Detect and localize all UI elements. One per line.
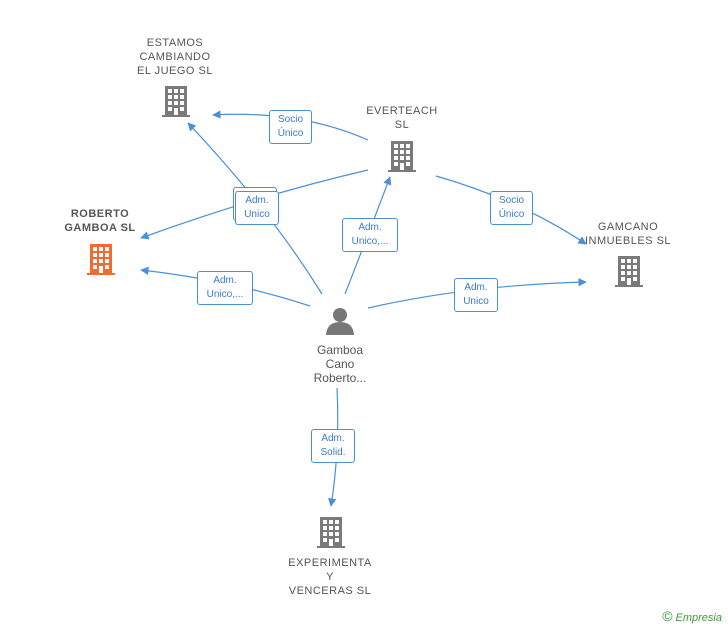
empresia-watermark: ©Empresia <box>662 608 722 624</box>
node-label-experimenta[interactable]: EXPERIMENTA Y VENCERAS SL <box>288 557 372 597</box>
building-icon-gamcano[interactable] <box>615 256 643 287</box>
node-label-estamos[interactable]: ESTAMOS CAMBIANDO EL JUEGO SL <box>136 37 213 77</box>
brand-logo: Empresia <box>675 612 722 624</box>
edge-badge-adm-unico-roberto[interactable]: Adm. Unico,... <box>197 271 253 305</box>
edge-badge-adm-unico-gamcano[interactable]: Adm. Unico <box>454 278 498 312</box>
person-icon[interactable] <box>326 308 354 335</box>
building-icon-roberto[interactable] <box>87 244 115 275</box>
edge-badge-adm-unico-everteach[interactable]: Adm. Unico,... <box>342 218 398 252</box>
node-label-everteach[interactable]: EVERTEACH SL <box>366 105 438 131</box>
node-label-person[interactable]: Gamboa Cano Roberto... <box>313 343 367 385</box>
node-label-roberto[interactable]: ROBERTO GAMBOA SL <box>64 208 136 234</box>
building-icon-experimenta[interactable] <box>317 517 345 548</box>
building-icon-everteach[interactable] <box>388 141 416 172</box>
node-label-gamcano[interactable]: GAMCANO INMUEBLES SL <box>584 221 672 247</box>
edge-badge-adm-solid-experimenta[interactable]: Adm. Solid. <box>311 429 355 463</box>
copyright-icon: © <box>662 608 673 624</box>
edge-badge-socio-unico-gamcano[interactable]: Socio Único <box>490 191 533 225</box>
edge-badge-socio-unico-estamos[interactable]: Socio Único <box>269 110 312 144</box>
edges <box>140 110 587 507</box>
edge-badge-adm-unico-estamos[interactable]: Adm. Unico <box>235 191 279 225</box>
building-icon-estamos[interactable] <box>162 86 190 117</box>
